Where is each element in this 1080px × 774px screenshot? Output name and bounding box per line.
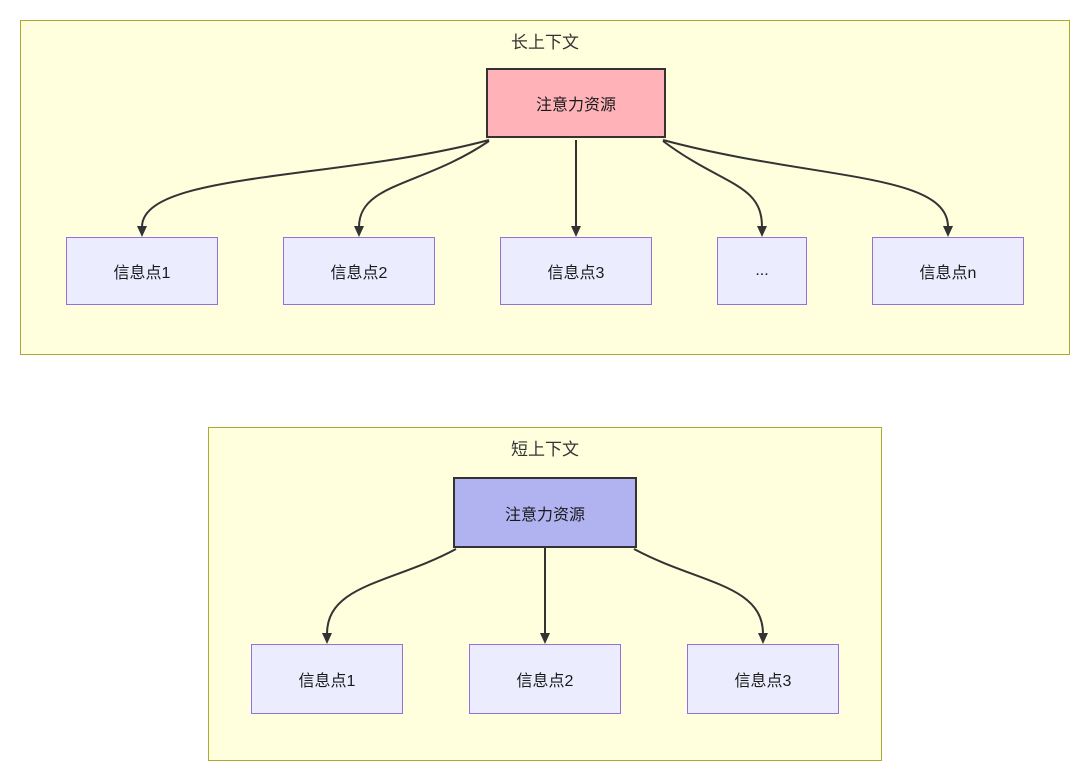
short-context-title: 短上下文 xyxy=(511,440,579,459)
short-info-node-2: 信息点2 xyxy=(469,644,621,714)
long-info-node-2: 信息点2 xyxy=(283,237,435,305)
short-info-node-1: 信息点1 xyxy=(251,644,403,714)
long-info-node-3: 信息点3 xyxy=(500,237,652,305)
short-info-node-3: 信息点3 xyxy=(687,644,839,714)
short-attention-node: 注意力资源 xyxy=(453,477,637,548)
long-info-node-dots: ... xyxy=(717,237,807,305)
long-info-node-1: 信息点1 xyxy=(66,237,218,305)
long-attention-node: 注意力资源 xyxy=(486,68,666,138)
long-context-title: 长上下文 xyxy=(511,33,579,52)
long-info-node-n: 信息点n xyxy=(872,237,1024,305)
